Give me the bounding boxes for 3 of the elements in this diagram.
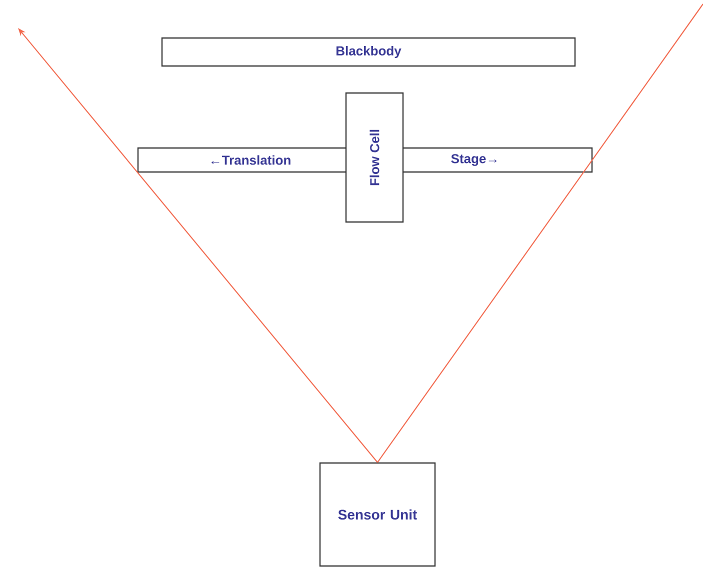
- flow-cell-box: Flow Cell: [345, 92, 404, 223]
- blackbody-box: Blackbody: [161, 37, 576, 67]
- sensor-box: Sensor Unit: [319, 462, 436, 567]
